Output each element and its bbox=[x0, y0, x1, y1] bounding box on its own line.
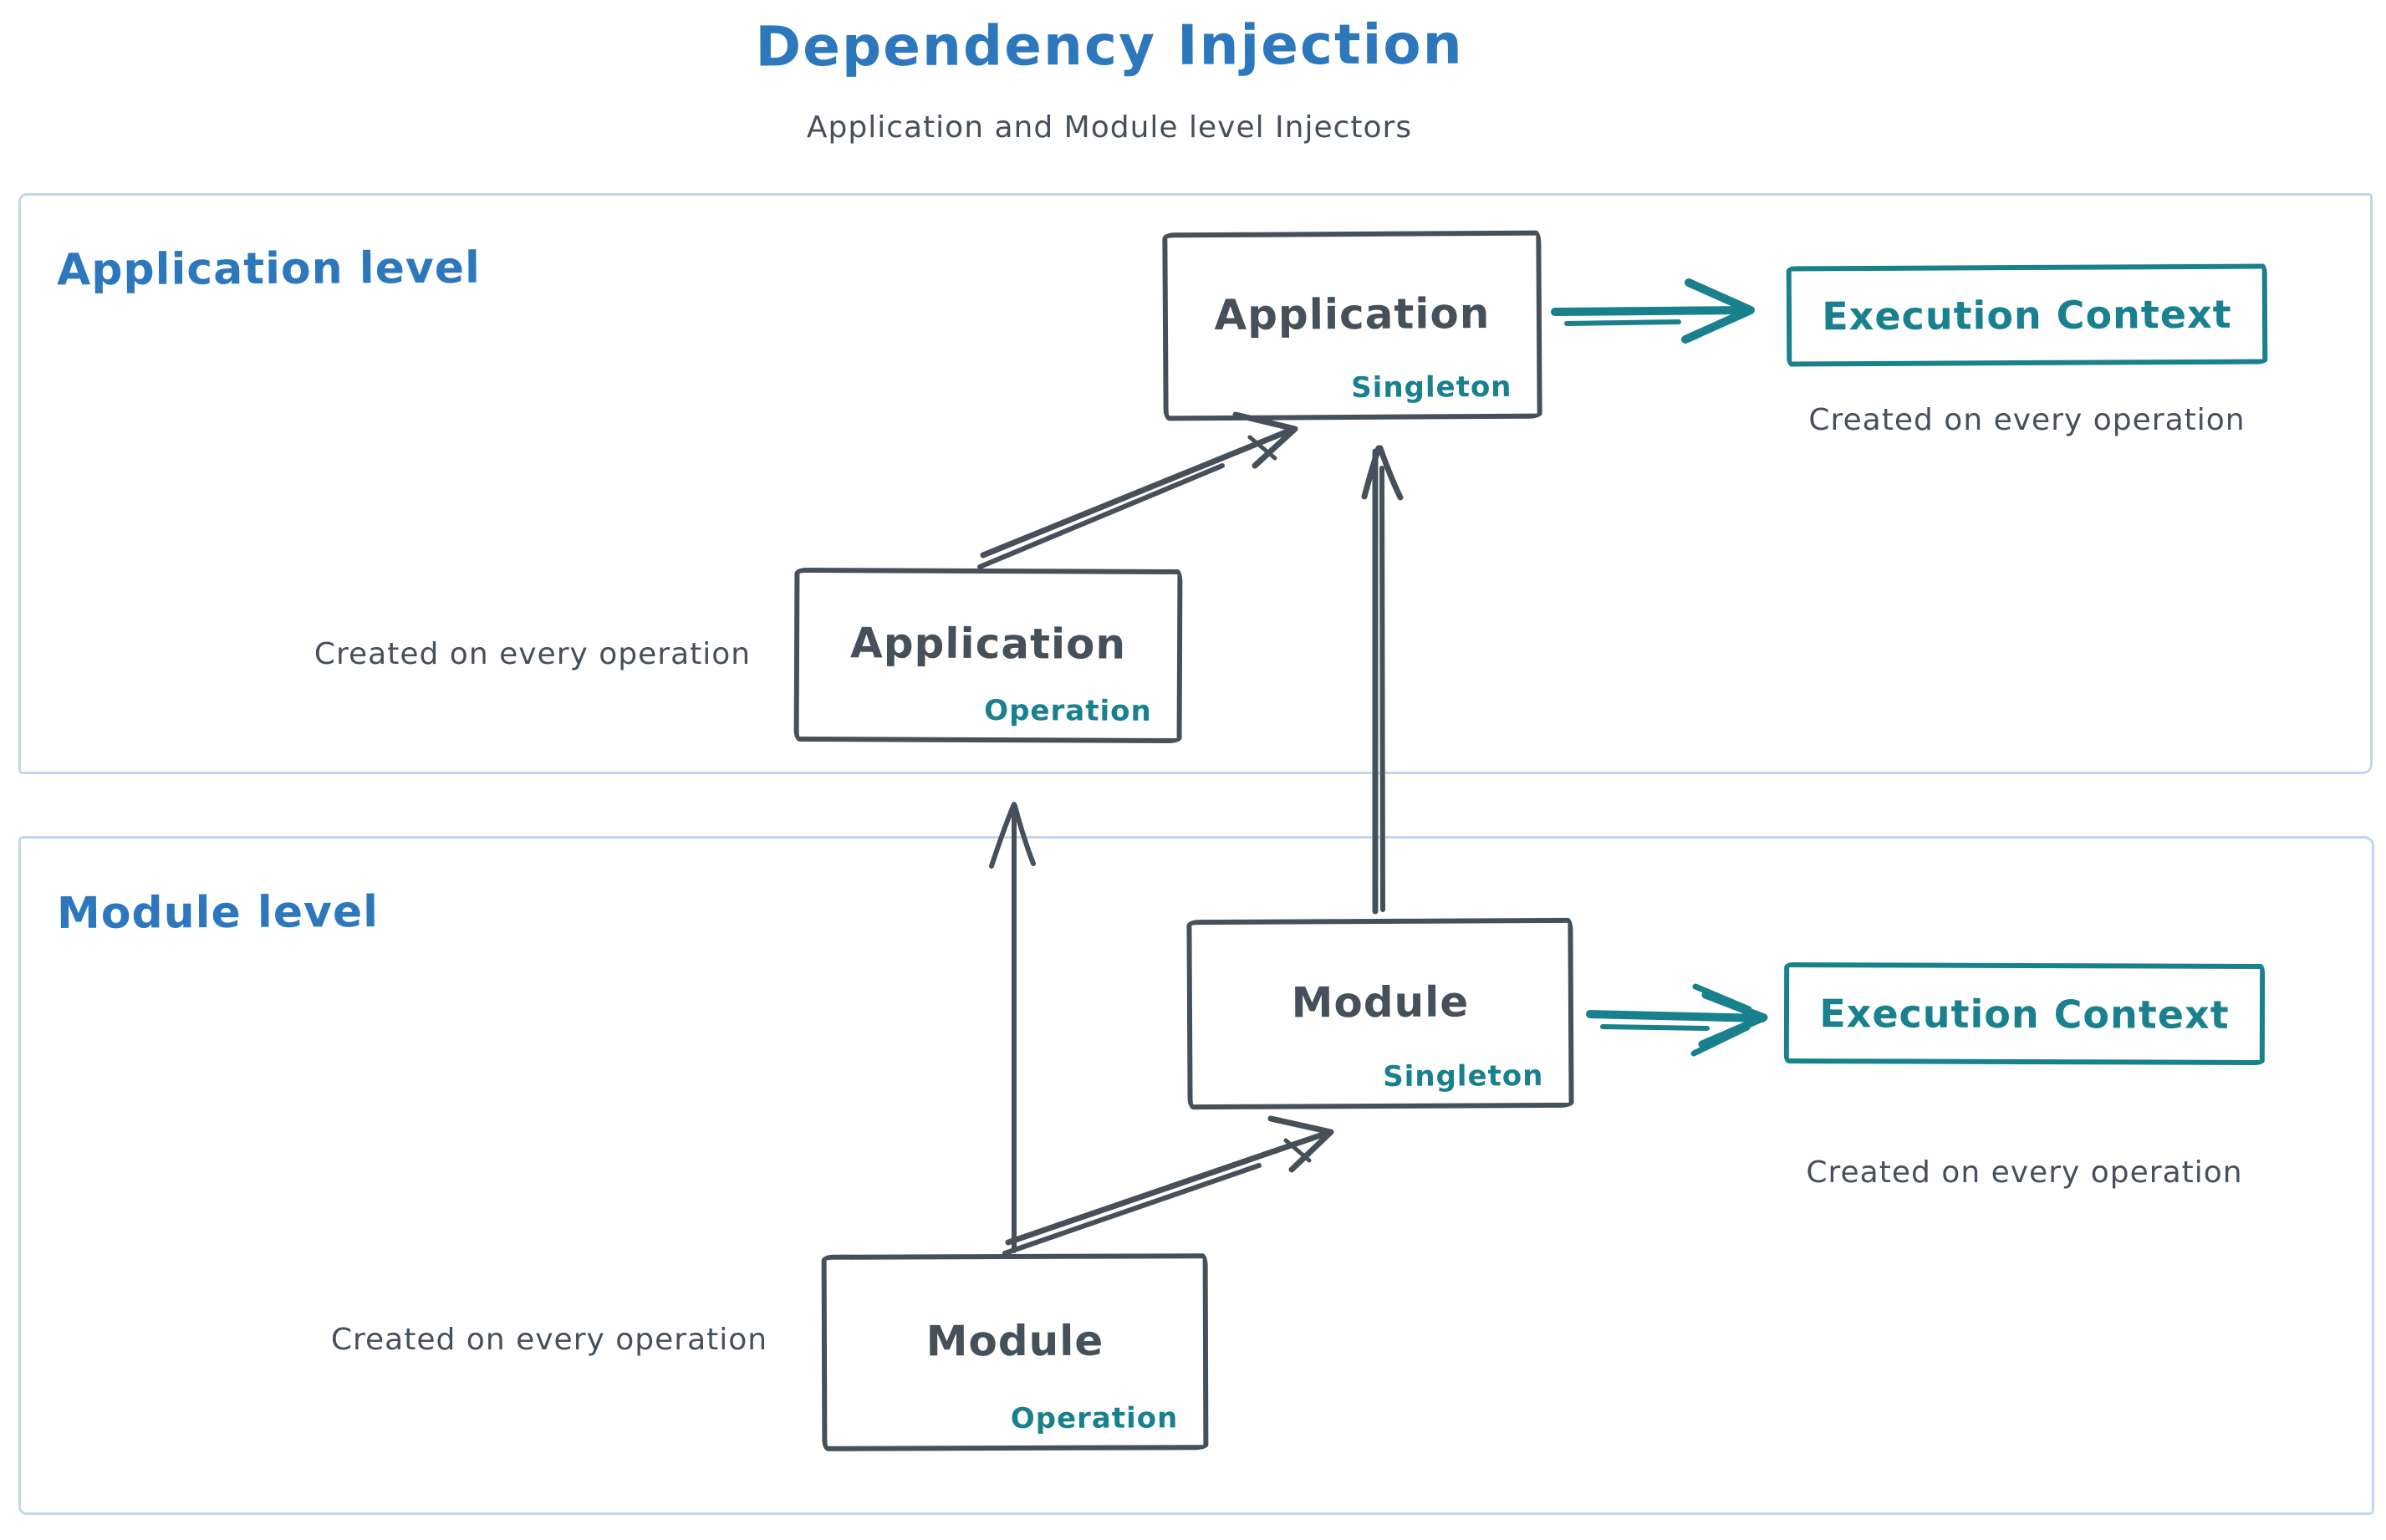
module-operation-caption: Created on every operation bbox=[330, 1323, 768, 1357]
module-level-panel bbox=[18, 836, 2374, 1515]
application-singleton-title: Application bbox=[1214, 288, 1491, 339]
execution-context-caption-module: Created on every operation bbox=[1806, 1155, 2243, 1190]
application-operation-scope-tag: Operation bbox=[984, 693, 1152, 728]
module-operation-scope-tag: Operation bbox=[1010, 1401, 1179, 1436]
execution-context-label-application: Execution Context bbox=[1822, 291, 2232, 339]
execution-context-label-module: Execution Context bbox=[1819, 990, 2230, 1038]
execution-context-box-application: Execution Context bbox=[1786, 263, 2268, 367]
execution-context-caption-application: Created on every operation bbox=[1808, 403, 2246, 437]
execution-context-box-module: Execution Context bbox=[1783, 961, 2266, 1066]
application-singleton-box: Application Singleton bbox=[1162, 230, 1542, 421]
application-operation-box: Application Operation bbox=[793, 567, 1183, 744]
module-singleton-box: Module Singleton bbox=[1186, 917, 1574, 1110]
module-level-label: Module level bbox=[56, 886, 380, 940]
page-subtitle: Application and Module level Injectors bbox=[806, 110, 1413, 145]
module-singleton-scope-tag: Singleton bbox=[1383, 1058, 1544, 1094]
application-level-label: Application level bbox=[56, 242, 482, 296]
application-singleton-scope-tag: Singleton bbox=[1351, 370, 1512, 405]
module-singleton-title: Module bbox=[1291, 977, 1470, 1028]
application-operation-title: Application bbox=[849, 619, 1127, 669]
application-operation-caption: Created on every operation bbox=[314, 637, 752, 671]
module-operation-box: Module Operation bbox=[821, 1253, 1209, 1451]
page-title: Dependency Injection bbox=[755, 12, 1464, 79]
application-level-panel bbox=[18, 193, 2373, 774]
module-operation-title: Module bbox=[925, 1316, 1104, 1365]
